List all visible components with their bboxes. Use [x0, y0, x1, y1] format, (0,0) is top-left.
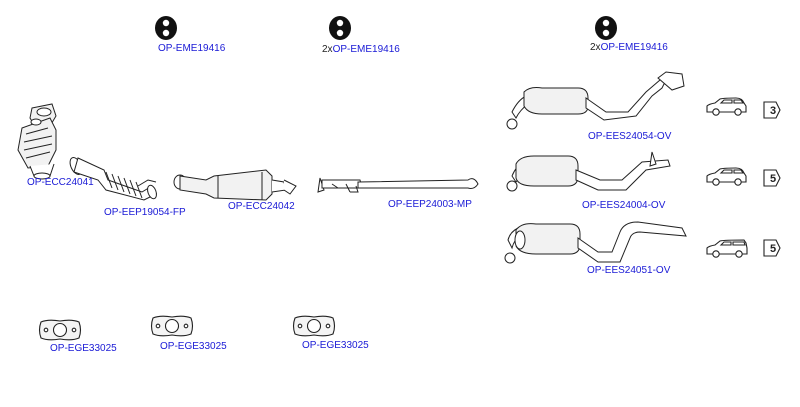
quantity: 2x	[590, 42, 601, 53]
rear-silencer-label-3[interactable]: OP-EES24051-OV	[587, 265, 671, 276]
hatchback-icon	[706, 167, 747, 186]
hanger-label-2[interactable]: 2xOP-EME19416	[322, 44, 400, 56]
gasket-icon-1[interactable]	[38, 319, 82, 341]
rear-silencer-label-2[interactable]: OP-EES24004-OV	[582, 200, 666, 211]
rear-silencer-icon-2[interactable]	[506, 151, 671, 192]
gasket-icon-2[interactable]	[150, 315, 194, 337]
catalyst-icon[interactable]	[173, 169, 297, 201]
gasket-label-3[interactable]: OP-EGE33025	[302, 340, 369, 351]
rear-silencer-icon-3[interactable]	[504, 221, 687, 264]
gasket-label-1[interactable]: OP-EGE33025	[50, 343, 117, 354]
rear-silencer-label-1[interactable]: OP-EES24054-OV	[588, 131, 672, 142]
door-badge-icon: 5	[763, 239, 781, 257]
gasket-icon-3[interactable]	[292, 315, 336, 337]
manifold-catalyst-icon[interactable]	[17, 103, 57, 180]
hanger-icon-1[interactable]	[155, 16, 177, 40]
flex-pipe-icon[interactable]	[68, 156, 158, 201]
gasket-label-2[interactable]: OP-EGE33025	[160, 341, 227, 352]
hanger-label-1[interactable]: OP-EME19416	[158, 43, 225, 55]
manifold-catalyst-label[interactable]: OP-ECC24041	[27, 177, 94, 188]
part-code[interactable]: OP-EME19416	[332, 44, 400, 55]
door-count-2: 5	[770, 173, 776, 185]
door-badge-icon: 3	[763, 101, 781, 119]
hanger-icon-2[interactable]	[329, 16, 351, 40]
hanger-icon-3[interactable]	[595, 16, 617, 40]
door-badge-icon: 5	[763, 169, 781, 187]
flex-pipe-label[interactable]: OP-EEP19054-FP	[104, 207, 186, 218]
hanger-label-3[interactable]: 2xOP-EME19416	[590, 42, 668, 54]
rear-silencer-icon-1[interactable]	[506, 71, 685, 130]
door-count-1: 3	[770, 105, 776, 117]
estate-icon	[706, 239, 748, 258]
middle-pipe-label[interactable]: OP-EEP24003-MP	[388, 199, 472, 210]
part-code[interactable]: OP-EME19416	[158, 43, 226, 54]
middle-pipe-icon[interactable]	[317, 177, 479, 193]
door-count-3: 5	[770, 243, 776, 255]
quantity: 2x	[322, 44, 333, 55]
catalyst-label[interactable]: OP-ECC24042	[228, 201, 295, 212]
hatchback-icon	[706, 97, 747, 116]
part-code[interactable]: OP-EME19416	[600, 42, 668, 53]
